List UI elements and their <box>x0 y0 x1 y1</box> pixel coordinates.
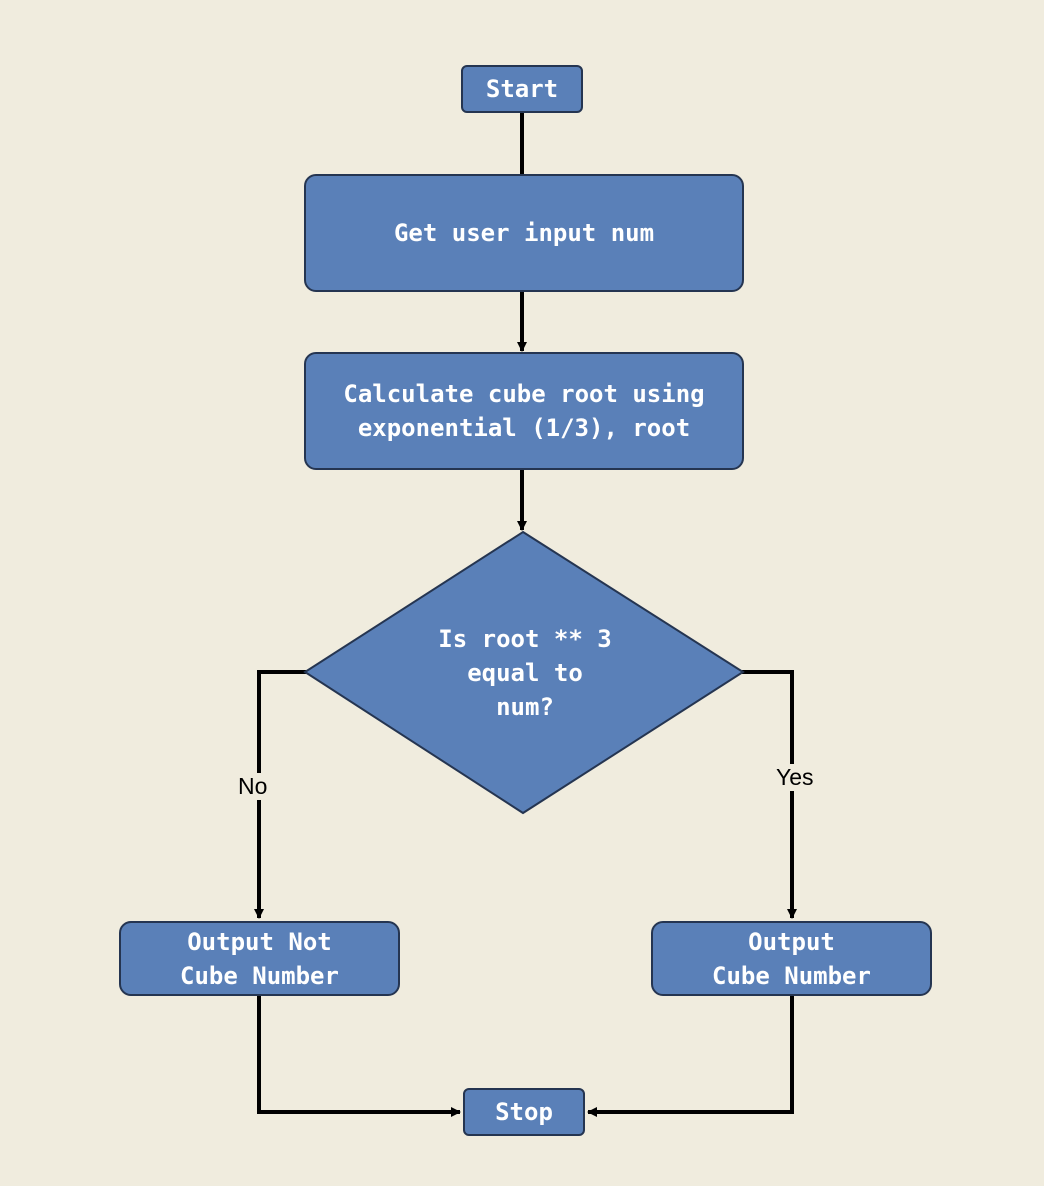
connector-decision-yes-branch <box>742 670 797 919</box>
connector-cube-to-stop <box>587 995 794 1117</box>
cube-output-label: Output Cube Number <box>712 927 871 990</box>
connector-notcube-to-stop <box>257 995 461 1117</box>
stop-node-label: Stop <box>495 1098 553 1126</box>
not-cube-output-label: Output Not Cube Number <box>180 927 339 990</box>
yes-branch-label: Yes <box>774 764 816 791</box>
calculate-process-node: Calculate cube root using exponential (1… <box>304 352 744 470</box>
decision-diamond <box>303 530 745 815</box>
input-process-label: Get user input num <box>393 219 655 247</box>
cube-output-node: Output Cube Number <box>651 921 932 996</box>
not-cube-output-node: Output Not Cube Number <box>119 921 400 996</box>
start-node-label: Start <box>485 75 559 103</box>
calculate-process-label: Calculate cube root using exponential (1… <box>343 380 705 442</box>
connector-decision-no-branch <box>254 670 306 919</box>
no-branch-label: No <box>236 773 270 800</box>
start-node: Start <box>461 65 583 113</box>
stop-node: Stop <box>463 1088 585 1136</box>
input-process-node: Get user input num <box>304 174 744 292</box>
decision-label: Is root ** 3 equal to num? <box>438 625 612 721</box>
